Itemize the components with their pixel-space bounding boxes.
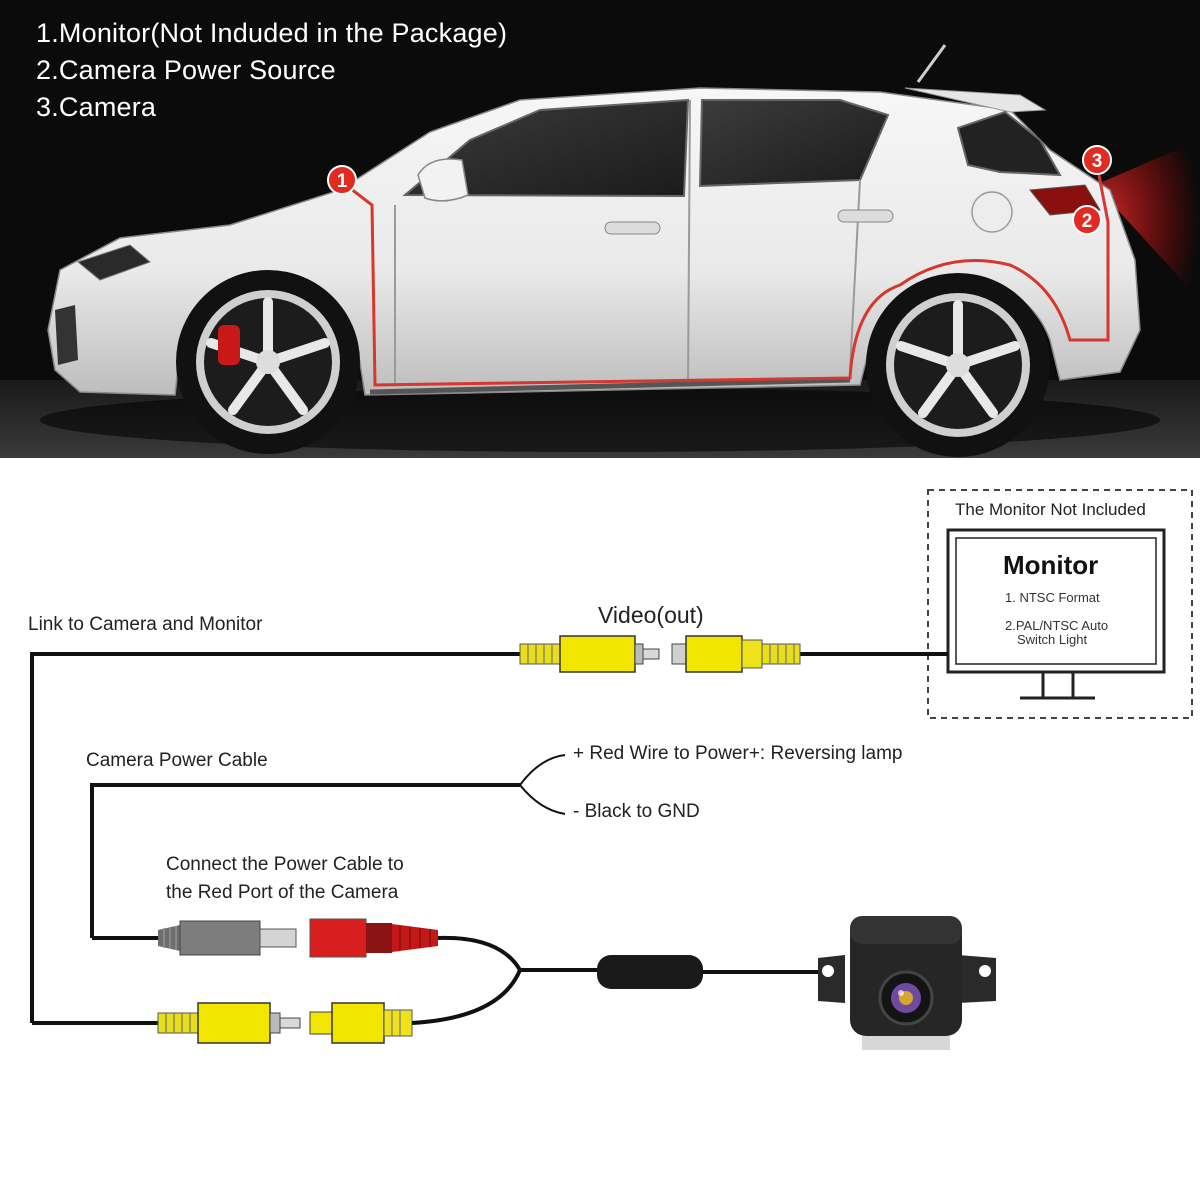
marker-1: 1 xyxy=(327,165,357,195)
legend-item-power: 2.Camera Power Source xyxy=(36,55,336,85)
car-photo-panel: 1.Monitor(Not Induded in the Package) 2.… xyxy=(0,0,1200,458)
link-label: Link to Camera and Monitor xyxy=(28,614,263,635)
marker-2: 2 xyxy=(1072,205,1102,235)
red-power-connector xyxy=(309,918,438,958)
svg-text:2: 2 xyxy=(1082,211,1093,232)
monitor-dashed-box xyxy=(927,489,1193,719)
camera xyxy=(818,916,996,1050)
monitor-title: Monitor xyxy=(1003,550,1099,580)
grey-power-connector xyxy=(92,920,297,956)
monitor-not-included-label: The Monitor Not Included xyxy=(955,500,1146,519)
legend-item-camera: 3.Camera xyxy=(36,92,157,122)
video-cable-bottom xyxy=(32,1002,413,1044)
legend-item-monitor: 1.Monitor(Not Induded in the Package) xyxy=(36,18,508,48)
monitor-item-pal-line2: Switch Light xyxy=(1017,632,1088,647)
monitor-screen xyxy=(946,528,1166,674)
video-out-label: Video(out) xyxy=(598,602,704,628)
video-cable-top xyxy=(30,635,948,1023)
svg-text:1: 1 xyxy=(337,171,348,192)
wiring-route xyxy=(341,164,1110,387)
inline-filter xyxy=(597,955,703,989)
marker-3: 3 xyxy=(1082,145,1112,175)
power-cable xyxy=(90,754,566,938)
wiring-diagram: The Monitor Not Included Monitor 1. NTSC… xyxy=(0,458,1200,1200)
monitor-item-ntsc: 1. NTSC Format xyxy=(1005,590,1100,605)
connect-label-line1: Connect the Power Cable to xyxy=(166,854,404,875)
svg-text:3: 3 xyxy=(1092,151,1103,172)
power-cable-label: Camera Power Cable xyxy=(86,750,268,771)
monitor-item-pal-line1: 2.PAL/NTSC Auto xyxy=(1005,618,1109,633)
camera-cable xyxy=(411,935,830,1025)
marker-layer: 1 3 2 xyxy=(327,145,1112,235)
monitor-stand xyxy=(1041,670,1075,700)
black-gnd-label: - Black to GND xyxy=(573,801,700,822)
red-wire-label: + Red Wire to Power+: Reversing lamp xyxy=(573,743,903,764)
wiring-lines xyxy=(30,489,1193,1050)
front-wheel xyxy=(176,270,360,454)
rear-wheel xyxy=(866,273,1050,457)
car-illustration xyxy=(0,44,1200,458)
connect-label-line2: the Red Port of the Camera xyxy=(166,882,399,903)
